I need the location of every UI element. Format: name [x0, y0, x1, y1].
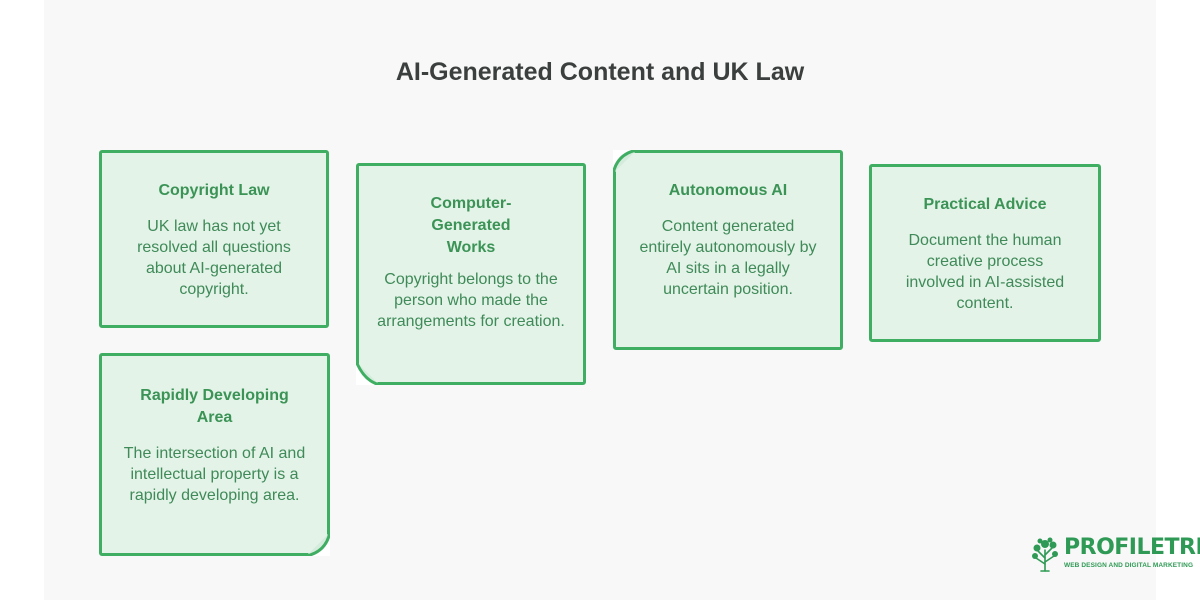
tree-icon: [1032, 537, 1058, 572]
card-title: Copyright Law: [158, 182, 270, 199]
diagram-title: AI-Generated Content and UK Law: [395, 58, 805, 86]
card-body: Copyright belongs to the person who made…: [377, 271, 565, 330]
logo-name: PROFILETREE: [1064, 535, 1200, 560]
card-body: Document the human creative process invo…: [905, 232, 1065, 312]
card-copyright-law: Copyright Law UK law has not yet resolve…: [99, 150, 329, 328]
card-title: Practical Advice: [923, 196, 1047, 213]
folded-corner-icon: [306, 532, 330, 556]
profiletree-logo: PROFILETREE WEB DESIGN AND DIGITAL MARKE…: [1030, 534, 1200, 574]
card-title: Autonomous AI: [668, 182, 788, 199]
card-body: The intersection of AI and intellectual …: [123, 445, 306, 504]
card-practical-advice: Practical Advice Document the human crea…: [869, 164, 1101, 342]
card-body: UK law has not yet resolved all question…: [137, 218, 291, 298]
logo-tagline: WEB DESIGN AND DIGITAL MARKETING: [1064, 562, 1194, 569]
card-computer-generated-works: Computer-Generated Works Copyright belon…: [356, 163, 586, 385]
folded-corner-icon: [613, 150, 637, 174]
card-rapidly-developing-area: Rapidly Developing Area The intersection…: [99, 353, 330, 556]
card-autonomous-ai: Autonomous AI Content generated entirely…: [613, 150, 843, 350]
card-body: Content generated entirely autonomously …: [639, 218, 817, 298]
folded-corner-icon: [356, 361, 380, 385]
card-title: Computer-Generated Works: [430, 195, 512, 256]
card-title: Rapidly Developing Area: [140, 387, 289, 426]
